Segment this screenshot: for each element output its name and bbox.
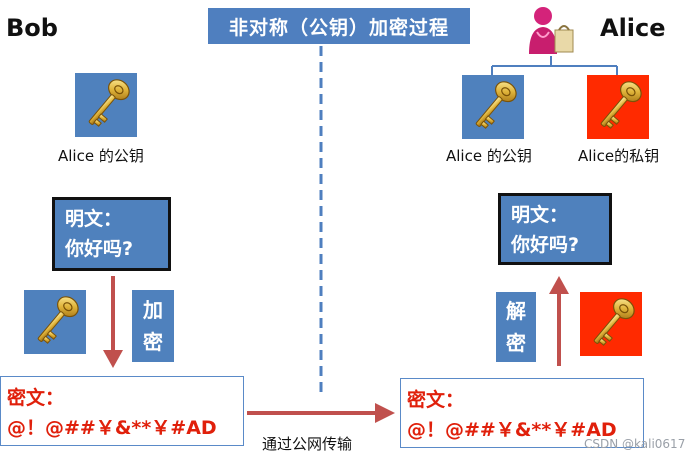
decrypt-char-1: 解 [506,299,526,323]
alice-ciphertext-box: 密文： @！@##￥&**￥#AD [400,378,644,448]
alice-cipher-line1: 密文： [407,389,465,411]
bob-ciphertext-box: 密文： @！@##￥&**￥#AD [0,376,244,446]
bob-key-label: Alice 的公钥 [58,147,144,165]
watermark: CSDN @kali0617 [584,437,686,451]
bob-encrypt-key-icon [24,290,86,354]
bob-cipher-line1: 密文： [7,387,65,409]
alice-cipher-line2: @！@##￥&**￥#AD [407,419,617,441]
decrypt-char-2: 密 [506,331,526,355]
bob-cipher-line2: @！@##￥&**￥#AD [7,417,217,439]
alice-public-key-icon [462,75,524,139]
alice-private-key-icon [587,75,649,139]
transfer-arrow [247,403,395,423]
decrypt-label: 解 密 [496,292,536,362]
bob-name: Bob [6,14,58,42]
transfer-label: 通过公网传输 [262,435,353,453]
encrypt-char-2: 密 [143,330,163,354]
alice-private-key-label: Alice的私钥 [578,147,660,165]
encrypt-char-1: 加 [143,298,163,322]
alice-plaintext-line1: 明文： [511,204,569,226]
center-divider [319,46,323,394]
diagram-title: 非对称（公钥）加密过程 [208,8,470,44]
alice-name: Alice [600,14,666,42]
bob-public-key-icon [75,73,137,137]
bob-plaintext-box: 明文： 你好吗? [52,197,171,271]
alice-plaintext-line2: 你好吗? [511,234,580,256]
alice-decrypt-key-icon [580,292,642,356]
alice-public-key-label: Alice 的公钥 [446,147,532,165]
encrypt-arrow [103,276,123,368]
encrypt-label: 加 密 [132,290,174,362]
bob-plaintext-line2: 你好吗? [65,238,134,260]
bob-plaintext-line1: 明文： [65,208,123,230]
decrypt-arrow [549,276,569,366]
alice-plaintext-box: 明文： 你好吗? [498,193,612,265]
person-with-bag-icon [529,7,574,54]
